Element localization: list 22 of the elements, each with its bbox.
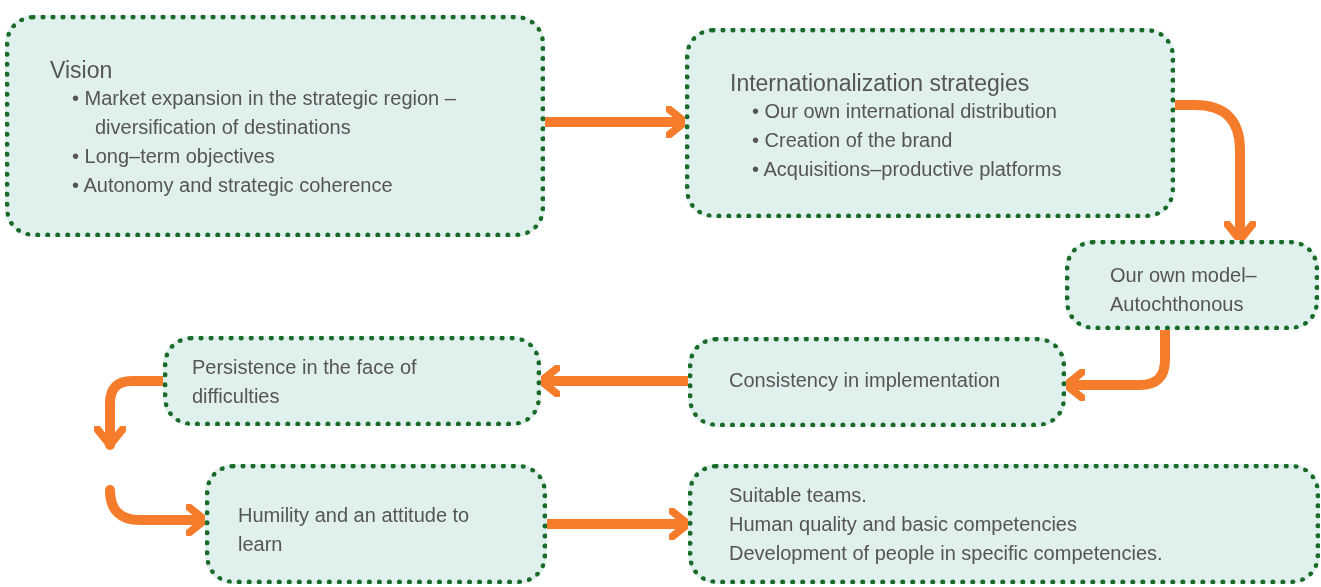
rounded-box [205, 464, 547, 584]
rounded-box [163, 336, 541, 426]
box-text: Persistence in the face of difficulties [192, 355, 418, 409]
bullet-item: • Long–term objectives [72, 144, 275, 169]
rounded-box [688, 337, 1066, 427]
rounded-box [1065, 240, 1319, 330]
rounded-box [5, 15, 545, 237]
bullet-item: • Creation of the brand [752, 128, 953, 153]
bullet-item: • Market expansion in the strategic region – diversification of destinations [72, 86, 457, 140]
box-text: Consistency in implementation [729, 368, 1002, 393]
box-text: Human quality and basic competencies [729, 512, 1078, 537]
bullet-item: • Acquisitions–productive platforms [752, 157, 1062, 182]
box-text: Humility and an attitude to learn [238, 503, 471, 557]
box-text: Development of people in specific competencies. [729, 541, 1164, 566]
box-heading: Internationalization strategies [730, 69, 1030, 97]
box-text: Our own model– Autochthonous [1110, 263, 1258, 317]
box-heading: Vision [50, 56, 113, 84]
bullet-item: • Autonomy and strategic coherence [72, 173, 393, 198]
rounded-box [688, 464, 1320, 584]
bullet-item: • Our own international distribution [752, 99, 1057, 124]
rounded-box [685, 28, 1175, 218]
box-text: Suitable teams. [729, 483, 868, 508]
